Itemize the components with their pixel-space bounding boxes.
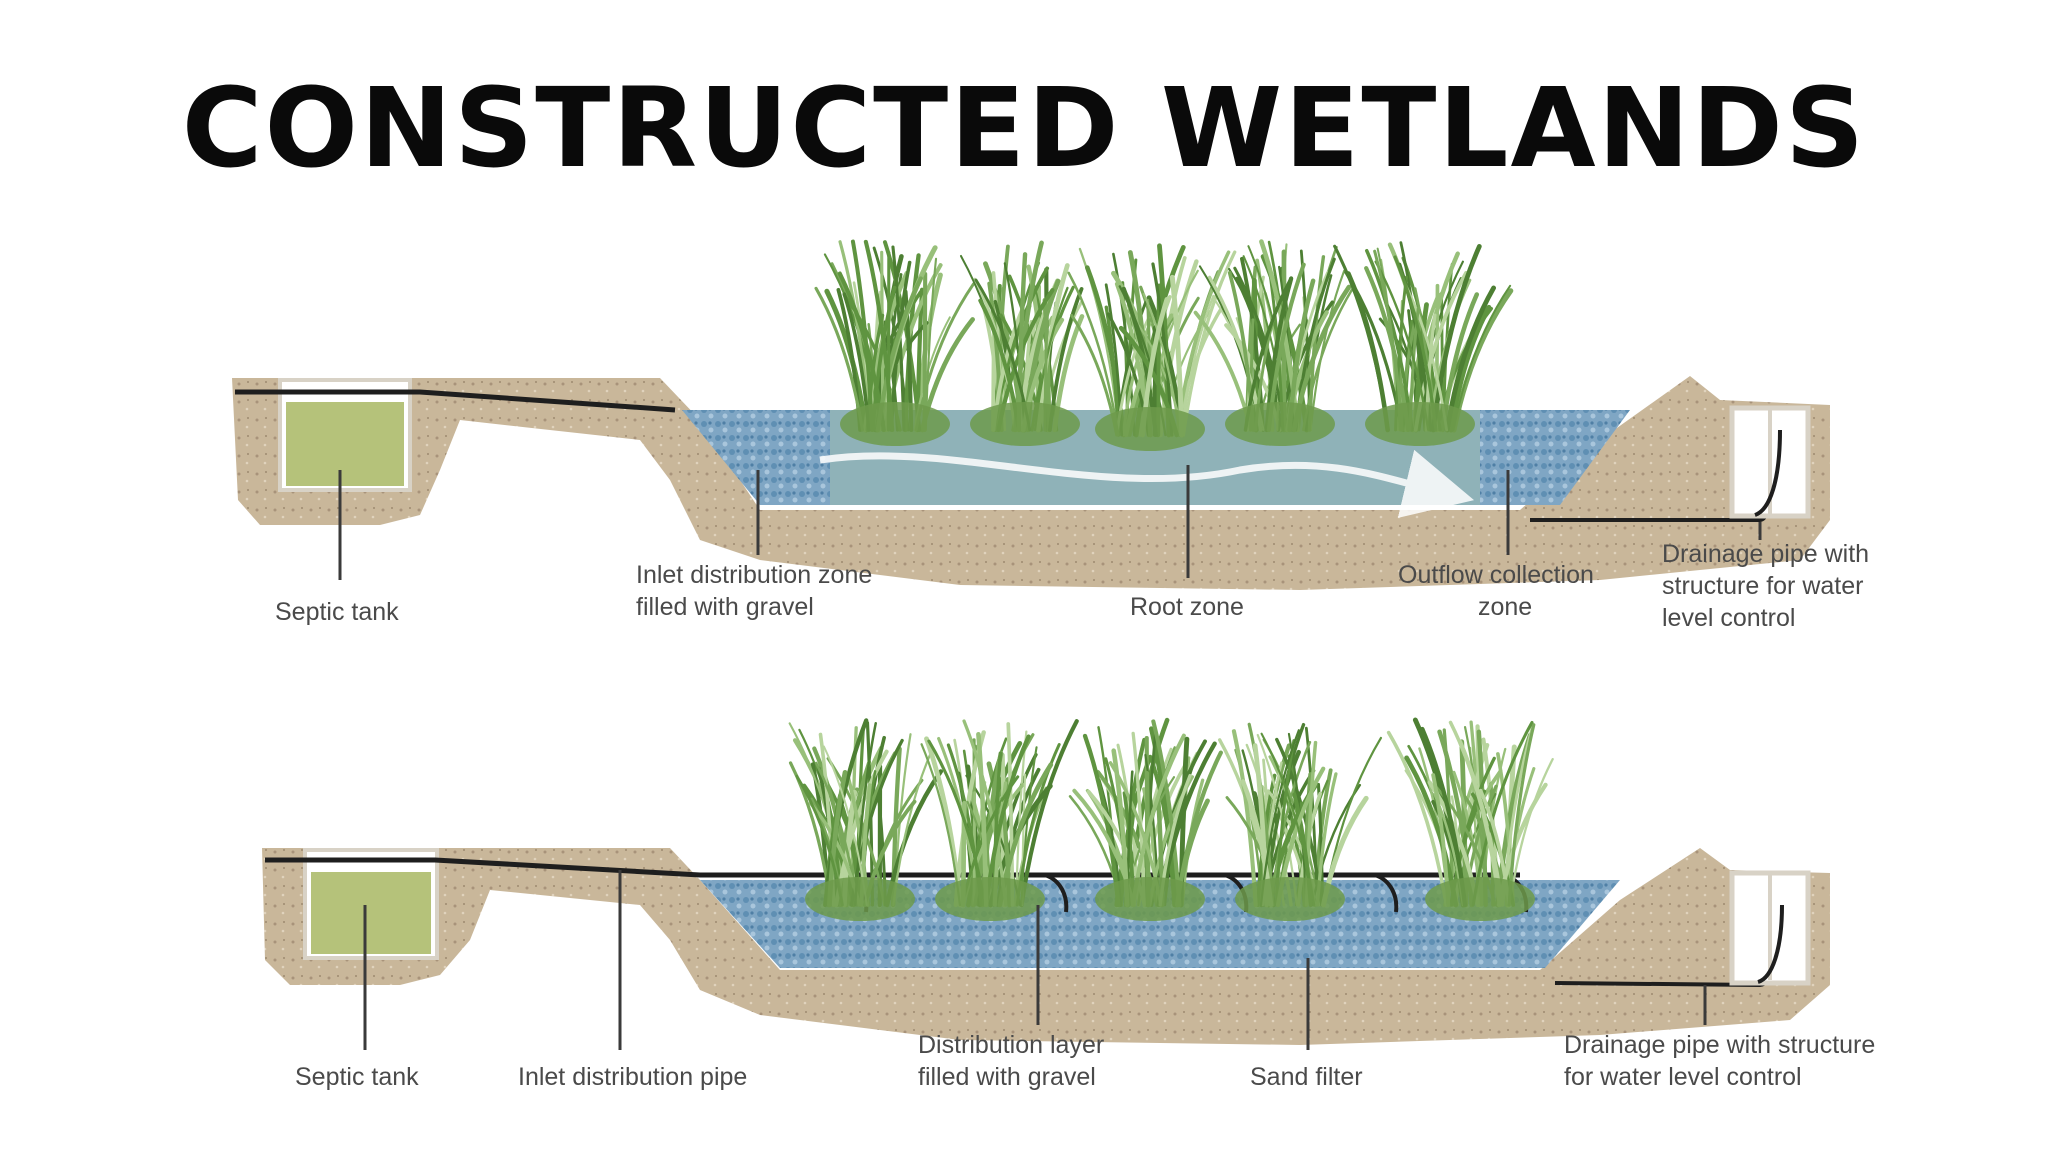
label-top-drainage-line1: Drainage pipe with <box>1662 540 1869 568</box>
label-top-outflow-line2: zone <box>1478 593 1532 621</box>
label-top-inlet-zone-line1: Inlet distribution zone <box>636 561 872 589</box>
label-bottom-drainage-line2: for water level control <box>1564 1063 1802 1091</box>
label-top-drainage-line3: level control <box>1662 604 1795 632</box>
top-basin-gravel-outlet <box>1480 410 1630 505</box>
label-bottom-distribution-line1: Distribution layer <box>918 1031 1104 1059</box>
label-top-outflow-line1: Outflow collection <box>1398 561 1594 589</box>
label-top-inlet-zone-line2: filled with gravel <box>636 593 814 621</box>
bottom-system <box>262 848 1830 1045</box>
top-reed-plants <box>814 239 1514 451</box>
bottom-soil <box>262 848 1830 1045</box>
top-soil <box>232 376 1830 590</box>
label-bottom-septic-tank: Septic tank <box>295 1063 419 1091</box>
top-labels: Septic tank Inlet distribution zone fill… <box>275 465 1869 632</box>
bottom-inlet-pipe <box>265 857 1520 878</box>
label-bottom-inlet-pipe: Inlet distribution pipe <box>518 1063 747 1091</box>
page-title: CONSTRUCTED WETLANDS <box>181 64 1867 192</box>
bottom-reed-plants <box>788 717 1554 921</box>
label-top-root-zone: Root zone <box>1130 593 1244 621</box>
bottom-labels: Septic tank Inlet distribution pipe Dist… <box>295 870 1875 1091</box>
label-top-septic-tank: Septic tank <box>275 598 399 626</box>
label-bottom-distribution-line2: filled with gravel <box>918 1063 1096 1091</box>
label-bottom-sand-filter: Sand filter <box>1250 1063 1363 1091</box>
label-bottom-drainage-line1: Drainage pipe with structure <box>1564 1031 1875 1059</box>
label-top-drainage-line2: structure for water <box>1662 572 1863 600</box>
top-flow-arrow <box>819 449 1475 518</box>
top-basin-gravel-inlet <box>682 410 830 505</box>
bottom-gravel-bed <box>700 880 1620 968</box>
top-inlet-pipe <box>235 389 676 413</box>
